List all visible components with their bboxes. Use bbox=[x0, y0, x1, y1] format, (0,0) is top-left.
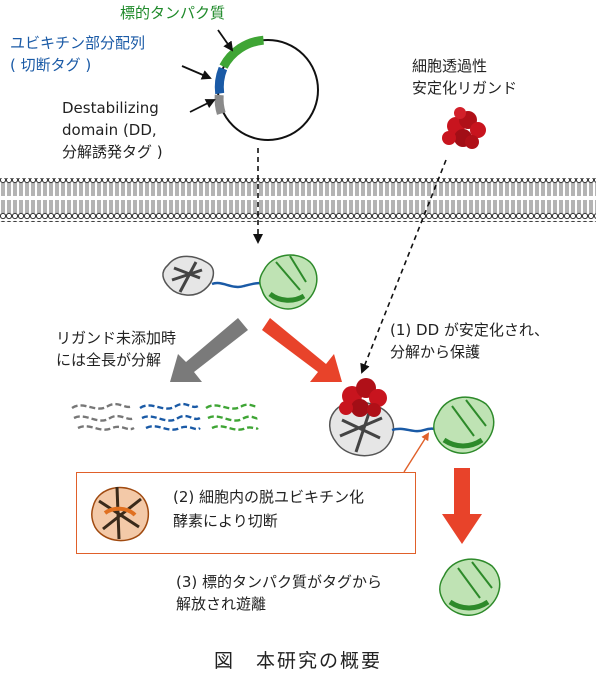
dd-label-line3: 分解誘発タグ ) bbox=[62, 143, 163, 161]
pointer-arrow-dd bbox=[189, 99, 216, 113]
ubiquitin-segment bbox=[214, 66, 228, 95]
dd-label-line2: domain (DD, bbox=[62, 121, 157, 139]
ligand-label-line1: 細胞透過性 bbox=[412, 57, 488, 75]
dd-label-line1: Destabilizing bbox=[62, 99, 159, 117]
ligand-entry-arrow bbox=[360, 159, 447, 374]
step2-line2: 酵素により切断 bbox=[173, 512, 278, 530]
dd-segment bbox=[214, 94, 226, 115]
enzyme-structure bbox=[90, 486, 149, 542]
cell-membrane bbox=[0, 178, 596, 222]
ligand-label-line2: 安定化リガンド bbox=[412, 79, 518, 97]
cleavage-tag-label: ( 切断タグ ) bbox=[10, 56, 92, 74]
figure-caption: 図 本研究の概要 bbox=[213, 650, 382, 672]
bound-ligand bbox=[339, 378, 387, 417]
step3-line2: 解放され遊離 bbox=[176, 595, 267, 613]
stabilizing-ligand-top bbox=[442, 107, 486, 149]
ubiquitin-seq-label: ユビキチン部分配列 bbox=[10, 34, 146, 52]
step2-line1: (2) 細胞内の脱ユビキチン化 bbox=[173, 488, 365, 506]
degraded-fragments bbox=[71, 402, 259, 431]
cleavage-enzyme-box: (2) 細胞内の脱ユビキチン化 酵素により切断 bbox=[76, 472, 416, 554]
target-protein-label: 標的タンパク質 bbox=[120, 4, 226, 22]
target-gene-segment bbox=[219, 35, 265, 69]
no-ligand-label-line2: には全長が分解 bbox=[56, 351, 162, 369]
pointer-arrow-target bbox=[217, 29, 234, 52]
step3-line1: (3) 標的タンパク質がタグから bbox=[176, 573, 383, 591]
no-ligand-label-line1: リガンド未添加時 bbox=[56, 329, 177, 347]
pointer-arrow-ubiquitin bbox=[181, 65, 212, 80]
release-arrow bbox=[442, 468, 482, 544]
degradation-arrow bbox=[170, 318, 248, 382]
step1-line2: 分解から保護 bbox=[390, 343, 481, 361]
stabilized-complex bbox=[329, 378, 495, 457]
fusion-protein-unbound bbox=[162, 254, 318, 310]
plasmid bbox=[214, 35, 319, 141]
stabilization-arrow bbox=[262, 318, 342, 382]
cleavage-pointer bbox=[403, 432, 430, 473]
released-target-protein bbox=[439, 558, 501, 616]
step1-line1: (1) DD が安定化され、 bbox=[390, 321, 550, 339]
